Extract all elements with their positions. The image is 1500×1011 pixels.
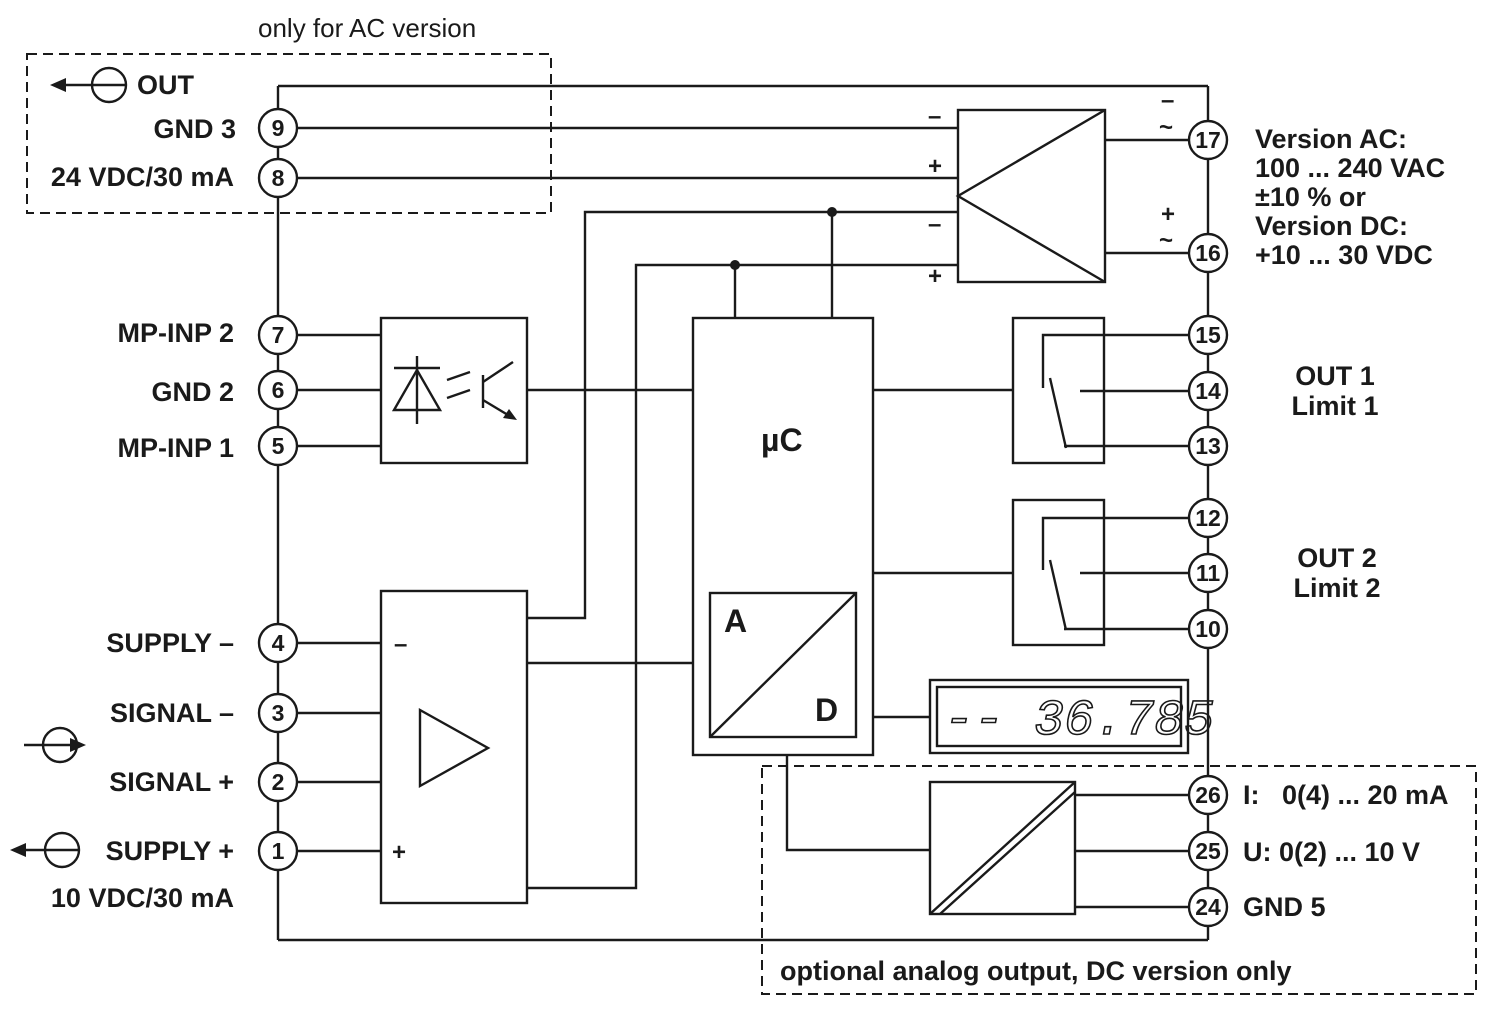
svg-text:3: 3 [272,700,285,726]
label-mp-inp1: MP-INP 1 [117,433,234,463]
label-limit2: Limit 2 [1293,573,1380,603]
wiring [276,84,1210,942]
svg-text:9: 9 [272,115,285,141]
adc-block [708,591,858,739]
relay-out1 [1011,316,1188,465]
ps-out-minus: – [1161,87,1174,114]
label-analog-voltage: U: 0(2) ... 10 V [1243,837,1420,867]
label-version-3: Version DC: [1255,211,1408,241]
terminal-12: 12 [1187,497,1229,539]
svg-text:1: 1 [272,838,285,864]
analog-output-block [928,780,1077,916]
ps-plus-bottom: + [928,263,942,290]
label-out-supply: 24 VDC/30 mA [51,162,234,192]
label-gnd3: GND 3 [153,114,236,144]
ac-version-region [26,53,552,214]
svg-text:6: 6 [272,377,285,403]
svg-text:13: 13 [1195,433,1221,459]
svg-text:10: 10 [1195,616,1221,642]
label-version-4: +10 ... 30 VDC [1255,240,1433,270]
terminal-25: 25 [1187,830,1229,872]
adc-d-label: D [815,692,838,728]
ps-out-tilde-bottom: ~ [1159,227,1173,254]
terminal-15: 15 [1187,314,1229,356]
terminal-4: 4 [257,622,299,664]
power-supply-block [955,108,1107,284]
label-signal-minus: SIGNAL – [110,698,234,728]
label-gnd5: GND 5 [1243,892,1326,922]
terminal-13: 13 [1187,425,1229,467]
label-version-1: 100 ... 240 VAC [1255,153,1445,183]
microcontroller-block [691,316,875,757]
svg-text:2: 2 [272,769,285,795]
label-signal-plus: SIGNAL + [109,767,234,797]
terminal-1: 1 [257,830,299,872]
svg-text:15: 15 [1195,322,1221,348]
microcontroller-label: µC [761,422,803,458]
optocoupler-block [379,316,529,465]
terminal-14: 14 [1187,370,1229,412]
ps-out-tilde-top: ~ [1159,114,1173,141]
amp-plus: + [392,839,406,866]
amp-minus: – [394,631,407,658]
terminal-10: 10 [1187,608,1229,650]
svg-text:4: 4 [272,630,285,656]
signal-input-icon [24,726,86,764]
dc-version-region [761,765,1477,995]
terminal-16: 16 [1187,232,1229,274]
svg-text:25: 25 [1195,838,1221,864]
label-sensor-supply: 10 VDC/30 mA [51,883,234,913]
label-out: OUT [137,70,195,100]
adc-a-label: A [724,603,747,639]
terminal-24: 24 [1187,886,1229,928]
label-analog-current: I: 0(4) ... 20 mA [1243,780,1449,810]
svg-text:26: 26 [1195,782,1221,808]
terminal-6: 6 [257,369,299,411]
svg-text:8: 8 [272,165,285,191]
terminal-11: 11 [1187,552,1229,594]
ps-minus-top: – [928,103,941,130]
relay-out2 [1011,498,1188,647]
terminal-8: 8 [257,157,299,199]
label-version-2: ±10 % or [1255,182,1366,212]
svg-text:24: 24 [1195,894,1221,920]
terminal-7: 7 [257,314,299,356]
ps-minus-bottom: – [928,211,941,238]
label-mp-inp2: MP-INP 2 [117,318,234,348]
ps-out-plus: + [1161,201,1175,228]
label-out2: OUT 2 [1297,543,1377,573]
svg-text:5: 5 [272,433,285,459]
display-readout: -- 36.785 [944,693,1214,750]
svg-text:14: 14 [1195,378,1221,404]
label-out1: OUT 1 [1295,361,1375,391]
terminal-2: 2 [257,761,299,803]
terminal-3: 3 [257,692,299,734]
svg-text:17: 17 [1195,127,1221,153]
led-display [928,678,1190,755]
dc-region-caption: optional analog output, DC version only [780,956,1292,986]
label-gnd2: GND 2 [151,377,234,407]
label-supply-plus: SUPPLY + [106,836,234,866]
ps-plus-top: + [928,153,942,180]
svg-text:16: 16 [1195,240,1221,266]
terminal-5: 5 [257,425,299,467]
ac-region-caption: only for AC version [258,13,476,43]
input-amplifier-block [379,589,529,905]
svg-text:11: 11 [1196,560,1221,586]
label-limit1: Limit 1 [1291,391,1378,421]
label-supply-minus: SUPPLY – [106,628,234,658]
sensor-supply-arrow-icon [10,831,81,869]
svg-text:12: 12 [1195,505,1221,531]
terminal-17: 17 [1187,119,1229,161]
label-version-0: Version AC: [1255,124,1407,154]
out-arrow-icon [50,66,128,104]
terminal-26: 26 [1187,774,1229,816]
svg-text:7: 7 [272,322,285,348]
terminal-9: 9 [257,107,299,149]
